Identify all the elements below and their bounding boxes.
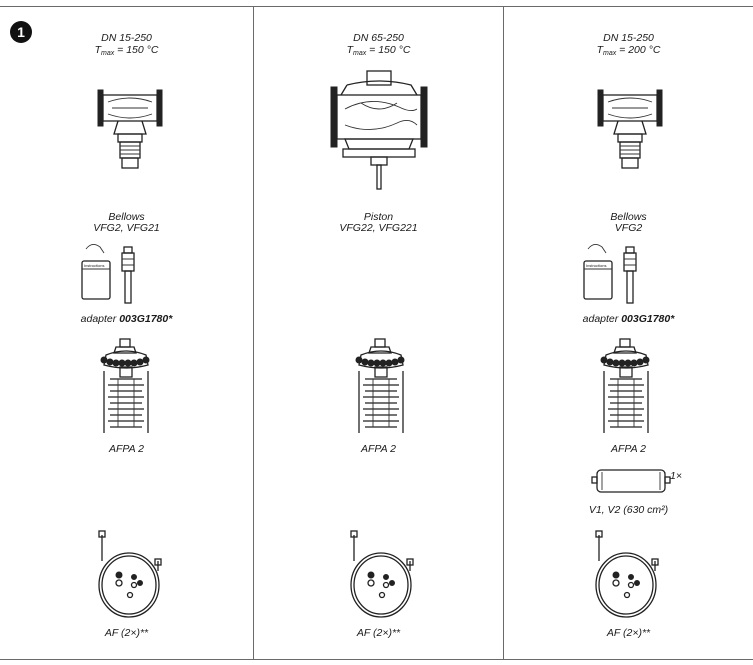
valve-models: VFG2 — [614, 222, 643, 234]
vessel-label: V1, V2 (630 cm²) — [588, 504, 669, 516]
actuator-label: AFPA 2 — [360, 443, 396, 455]
actuator-label: AFPA 2 — [108, 443, 144, 455]
expansion-vessel-drawing — [591, 469, 671, 493]
top-rule — [0, 6, 753, 7]
column-divider — [253, 6, 254, 660]
vessel-quantity: 1× — [670, 470, 682, 482]
dn-range: DN 15-250 — [101, 32, 152, 44]
valve-models: VFG2, VFG21 — [93, 222, 160, 234]
dn-range: DN 65-250 — [353, 32, 404, 44]
instructions-booklet-drawing: Instructions — [583, 244, 637, 304]
valve-small-drawing — [97, 89, 163, 169]
valve-type: Piston — [363, 211, 394, 223]
af-label: AF (2×)** — [104, 627, 149, 639]
af-label: AF (2×)** — [606, 627, 651, 639]
bottom-rule — [0, 659, 753, 660]
valve-type: Bellows — [610, 211, 647, 223]
instructions-booklet-drawing: Instructions — [81, 244, 135, 304]
tmax-line: Tmax = 150 °C — [94, 44, 159, 57]
column-1: DN 15-250 Tmax = 150 °C Bellows VFG2, VF… — [0, 7, 253, 659]
dn-range: DN 15-250 — [603, 32, 654, 44]
adapter-line: adapter 003G1780* — [582, 313, 675, 325]
column-divider — [503, 6, 504, 660]
tmax-line: Tmax = 150 °C — [346, 44, 411, 57]
valve-large-drawing — [330, 70, 428, 190]
section-number-badge: 1 — [10, 21, 32, 43]
actuator-afpa2-drawing — [355, 338, 405, 433]
af-impulse-tube-drawing — [595, 530, 659, 618]
af-impulse-tube-drawing — [350, 530, 414, 618]
booklet-label: Instructions — [84, 263, 104, 268]
adapter-line: adapter 003G1780* — [80, 313, 173, 325]
valve-models: VFG22, VFG221 — [339, 222, 418, 234]
booklet-label: Instructions — [586, 263, 606, 268]
actuator-afpa2-drawing — [600, 338, 650, 433]
tmax-line: Tmax = 200 °C — [596, 44, 661, 57]
valve-type: Bellows — [108, 211, 145, 223]
actuator-afpa2-drawing — [100, 338, 150, 433]
af-impulse-tube-drawing — [98, 530, 162, 618]
column-2: DN 65-250 Tmax = 150 °C Piston VFG22, VF… — [254, 7, 503, 659]
af-label: AF (2×)** — [356, 627, 401, 639]
valve-small-drawing — [597, 89, 663, 169]
column-3: DN 15-250 Tmax = 200 °C Bellows VFG2 Ins… — [504, 7, 753, 659]
actuator-label: AFPA 2 — [610, 443, 646, 455]
